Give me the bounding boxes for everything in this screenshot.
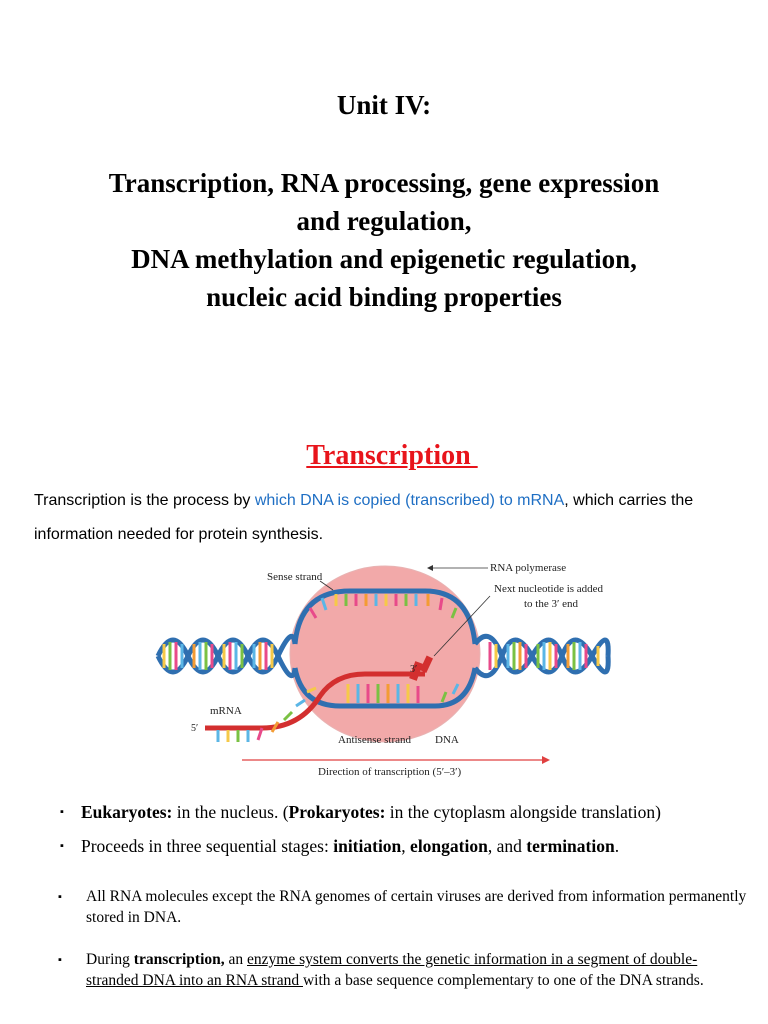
transcription-diagram: Sense strand RNA polymerase Next nucleot… [150, 556, 620, 786]
rna-polymerase-arrowhead [427, 565, 433, 571]
antisense-strand [292, 667, 478, 709]
bullet-bold: termination [526, 836, 615, 856]
bullet-span: with a base sequence complementary to on… [302, 971, 704, 989]
dna-label: DNA [435, 734, 459, 746]
bullet-rna-origin: ▪ All RNA molecules except the RNA genom… [58, 887, 748, 928]
bullet-span: in the cytoplasm alongside translation) [385, 802, 661, 822]
intro-text: , which carries the information needed f… [34, 492, 694, 543]
intro-text: Transcription is the process by [34, 492, 255, 509]
bullet-span: , [401, 836, 411, 856]
rna-polymerase-label: RNA polymerase [490, 562, 566, 574]
sense-strand [292, 588, 478, 645]
title-line: and regulation, [296, 206, 472, 236]
bullet-span: During [86, 951, 134, 968]
main-title: Transcription, RNA processing, gene expr… [20, 164, 748, 316]
direction-label: Direction of transcription (5′–3′) [318, 766, 462, 778]
bullet-text: Proceeds in three sequential stages: ini… [81, 835, 750, 857]
bullet-bold: transcription, [133, 951, 225, 968]
bullet-bold: Prokaryotes: [288, 802, 386, 822]
bullet-marker: ▪ [58, 954, 62, 966]
bullet-bold: elongation [410, 836, 488, 856]
bullet-bold: initiation [333, 836, 402, 856]
bullet-marker: ▪ [60, 840, 64, 852]
bullet-during-transcription: ▪ During transcription, an enzyme system… [58, 950, 748, 991]
dna-helix-left [155, 633, 298, 679]
five-prime-label: 5′ [191, 723, 198, 734]
next-nucleotide-label-2: to the 3′ end [524, 598, 579, 610]
mrna-strand [205, 655, 434, 742]
sense-strand-label: Sense strand [267, 571, 323, 583]
bullet-span: an [224, 951, 248, 968]
intro-highlight: which DNA is copied (transcribed) to mRN… [254, 492, 565, 509]
bullet-text: Eukaryotes: in the nucleus. (Prokaryotes… [81, 801, 750, 823]
bullet-underlined: enzyme system converts the genetic infor… [86, 951, 698, 989]
bullet-span: Proceeds in three sequential stages: [81, 836, 334, 856]
bullet-span: . [614, 836, 620, 856]
unit-title: Unit IV: [336, 90, 432, 120]
mrna-label: mRNA [210, 705, 242, 717]
bullet-span: in the nucleus. ( [172, 802, 289, 822]
antisense-strand-label: Antisense strand [338, 734, 412, 746]
bullet-eukaryotes: ▪ Eukaryotes: in the nucleus. (Prokaryot… [60, 801, 750, 823]
title-line: Transcription, RNA processing, gene expr… [108, 168, 660, 198]
next-nucleotide-label: Next nucleotide is added [494, 583, 604, 595]
bullet-bold: Eukaryotes: [81, 802, 173, 822]
dna-helix-right [473, 633, 611, 679]
bullet-marker: ▪ [60, 806, 64, 818]
three-prime-label: 3′ [410, 664, 417, 675]
sense-strand-pointer [319, 580, 334, 591]
next-nucleotide-pointer [433, 595, 491, 657]
bullet-marker: ▪ [58, 891, 62, 903]
transcription-diagram-svg: Sense strand RNA polymerase Next nucleot… [155, 562, 611, 778]
bullet-span: , and [487, 836, 527, 856]
bullet-text: During transcription, an enzyme system c… [86, 950, 748, 991]
rna-polymerase-shape [289, 565, 481, 743]
direction-arrowhead [542, 756, 550, 764]
intro-paragraph: Transcription is the process by which DN… [34, 484, 754, 552]
title-line: DNA methylation and epigenetic regulatio… [131, 244, 637, 274]
section-heading: Transcription [306, 440, 478, 471]
bullet-stages: ▪ Proceeds in three sequential stages: i… [60, 835, 750, 857]
bullet-text: All RNA molecules except the RNA genomes… [86, 888, 747, 926]
title-line: nucleic acid binding properties [206, 282, 562, 312]
